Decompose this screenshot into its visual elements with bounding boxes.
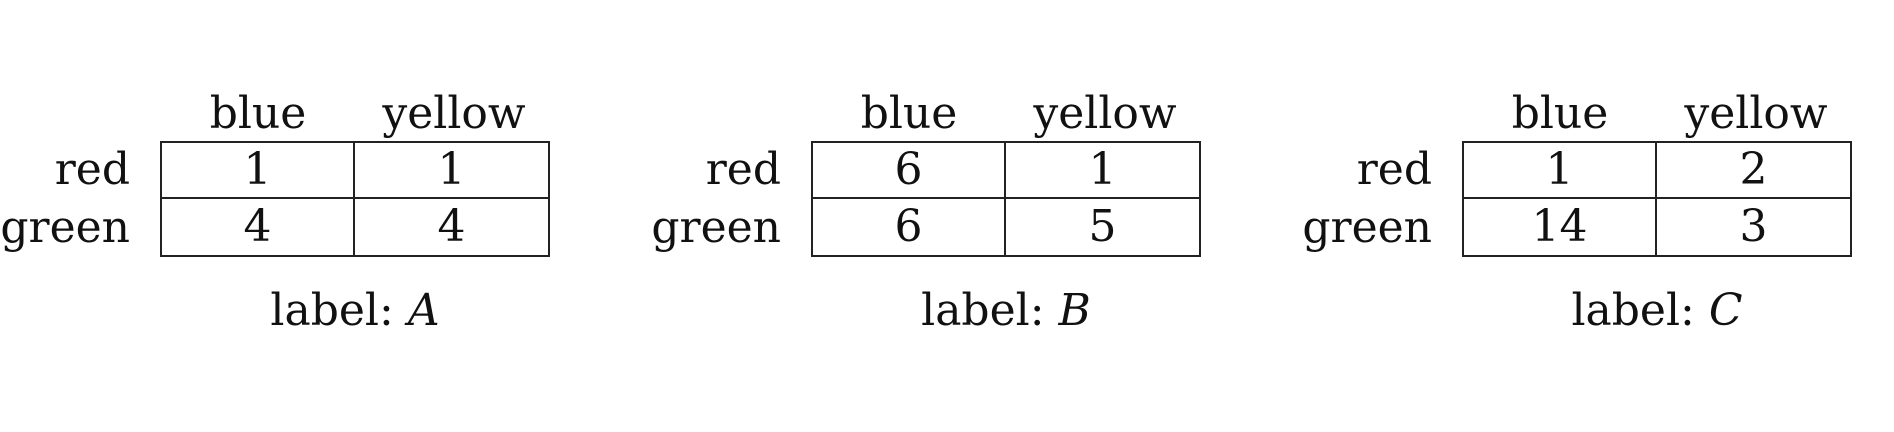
table-cell: 4 bbox=[437, 201, 466, 252]
column-header-yellow: yellow bbox=[1033, 88, 1177, 139]
row-label-green: green bbox=[651, 202, 781, 253]
table-cell: 6 bbox=[813, 143, 1006, 199]
caption-prefix: label: bbox=[1571, 285, 1709, 336]
table-cell: 2 bbox=[1657, 143, 1850, 199]
column-header-blue: blue bbox=[1511, 88, 1609, 139]
table-cell: 5 bbox=[1088, 201, 1117, 252]
column-header-yellow: yellow bbox=[382, 88, 526, 139]
caption-variable: A bbox=[407, 285, 440, 336]
caption-prefix: label: bbox=[270, 285, 408, 336]
table-caption: label: C bbox=[1462, 285, 1852, 337]
table-panel-a: blue yellow red green 1 1 4 4 label: A bbox=[0, 0, 600, 432]
table-caption: label: B bbox=[811, 285, 1201, 337]
table-panel-c: blue yellow red green 1 2 14 3 label: C bbox=[1302, 0, 1894, 432]
table-cell: 3 bbox=[1739, 201, 1768, 252]
table-caption: label: A bbox=[160, 285, 550, 337]
row-label-green: green bbox=[1302, 202, 1432, 253]
table-panel-b: blue yellow red green 6 1 6 5 label: B bbox=[651, 0, 1251, 432]
caption-variable: C bbox=[1708, 285, 1743, 336]
contingency-table: 6 1 6 5 bbox=[811, 141, 1201, 257]
row-label-green: green bbox=[0, 202, 130, 253]
row-label-red: red bbox=[54, 144, 130, 195]
column-header-yellow: yellow bbox=[1684, 88, 1828, 139]
table-cell: 14 bbox=[1464, 199, 1657, 255]
table-cell: 1 bbox=[162, 143, 355, 199]
table-cell: 1 bbox=[1006, 143, 1199, 199]
table-cell: 4 bbox=[162, 199, 355, 255]
caption-prefix: label: bbox=[921, 285, 1059, 336]
caption-variable: B bbox=[1058, 285, 1091, 336]
row-label-red: red bbox=[1356, 144, 1432, 195]
contingency-table: 1 2 14 3 bbox=[1462, 141, 1852, 257]
column-header-blue: blue bbox=[860, 88, 958, 139]
row-label-red: red bbox=[705, 144, 781, 195]
table-cell: 6 bbox=[813, 199, 1006, 255]
table-cell: 1 bbox=[355, 143, 548, 199]
contingency-table: 1 1 4 4 bbox=[160, 141, 550, 257]
column-header-blue: blue bbox=[209, 88, 307, 139]
table-cell: 1 bbox=[1464, 143, 1657, 199]
